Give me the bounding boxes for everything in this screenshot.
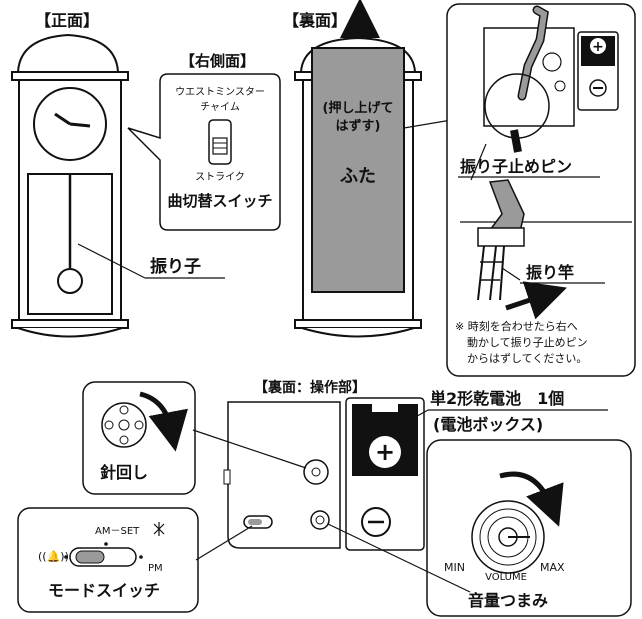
pendulum-label: 振り子: [150, 256, 201, 277]
cover-note1: (押し上げて: [323, 100, 394, 116]
detail-note2: 動かして振り子止めピン: [467, 335, 588, 349]
front-clock: [11, 33, 129, 338]
volume-arrow: [499, 471, 564, 527]
rod-label: 振り竿: [526, 263, 574, 282]
rotate-arrow: [139, 391, 188, 452]
volume-min: MIN: [444, 561, 465, 574]
alarm-off-icon: [153, 522, 165, 536]
detail-plus: +: [592, 39, 604, 55]
stop-pin-label: 振り子止めピン: [460, 157, 572, 176]
volume-max: MAX: [540, 561, 565, 574]
back-cover: [311, 47, 405, 293]
cover-note2: はずす): [336, 118, 381, 134]
volume-text: VOLUME: [485, 572, 527, 583]
pin-detail-panel: + 振り子止めピン 振り竿 ※ 時刻を合わせたら右へ 動かして振り子止めピン か…: [446, 3, 636, 377]
movement-box: +: [223, 397, 425, 551]
mode-pm: PM: [148, 563, 163, 574]
back-clock: [294, 0, 422, 338]
mode-am-set: AM－SET: [95, 526, 140, 537]
move-right-arrow: [505, 281, 567, 320]
chime-switch-knob[interactable]: [212, 137, 228, 155]
mode-switch-callout: AM－SET ((🔔)) PM モードスイッチ: [17, 507, 199, 613]
side-title: 【右側面】: [180, 52, 255, 70]
front-title: 【正面】: [35, 11, 99, 30]
back-title: 【裏面】: [283, 11, 347, 30]
hour-hand: [54, 112, 71, 126]
hand-setter-callout: 針回し: [82, 381, 196, 495]
side-switch-callout: ウエストミンスター チャイム ストライク 曲切替スイッチ: [127, 73, 281, 231]
pendulum-bob: [57, 268, 83, 294]
side-option-bottom: ストライク: [195, 171, 245, 183]
battery-plus: +: [375, 438, 395, 466]
hand-setter-label: 針回し: [100, 463, 148, 482]
side-option-top1: ウエストミンスター: [175, 86, 265, 98]
side-option-top2: チャイム: [200, 101, 240, 113]
minute-hand: [69, 122, 91, 128]
detail-note3: からはずしてください。: [467, 352, 587, 365]
volume-knob-label: 音量つまみ: [468, 591, 548, 610]
switch-label: 曲切替スイッチ: [167, 192, 272, 210]
cover-label: ふた: [340, 166, 376, 187]
operation-title: 【裏面：操作部】: [254, 379, 366, 396]
mode-switch-label: モードスイッチ: [48, 581, 160, 600]
battery-label1: 単2形乾電池 1個: [430, 389, 564, 408]
battery-label2: (電池ボックス): [433, 415, 543, 434]
bell-icon: ((🔔)): [38, 550, 69, 563]
volume-callout: MIN VOLUME MAX 音量つまみ: [426, 439, 632, 617]
detail-note1: ※ 時刻を合わせたら右へ: [455, 319, 578, 333]
